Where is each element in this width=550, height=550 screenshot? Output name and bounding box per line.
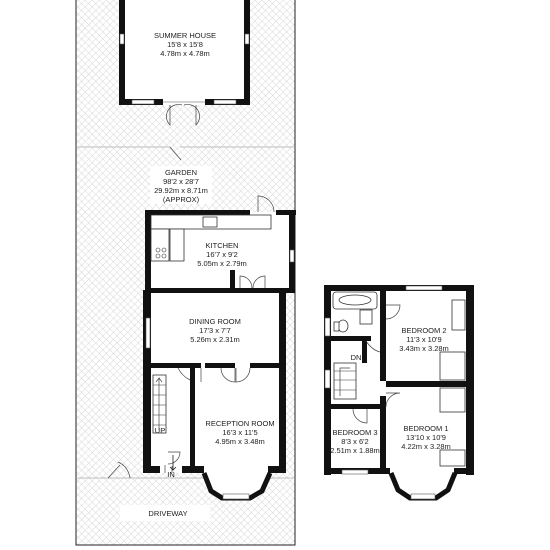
summer-house-imperial: 15'8 x 15'8	[167, 40, 203, 49]
reception-imperial: 16'3 x 11'5	[222, 428, 257, 437]
kitchen-imperial: 16'7 x 9'2	[206, 250, 238, 259]
garden-imperial: 98'2 x 28'7	[163, 177, 199, 186]
kitchen-name: KITCHEN	[206, 241, 239, 250]
garden-metric: 29.92m x 8.71m	[154, 186, 208, 195]
summer-house-metric: 4.78m x 4.78m	[160, 49, 210, 58]
bedroom2-name: BEDROOM 2	[401, 326, 446, 335]
dining-name: DINING ROOM	[189, 317, 241, 326]
reception-metric: 4.95m x 3.48m	[215, 437, 265, 446]
garden-label-bg	[150, 166, 212, 204]
garden-name: GARDEN	[165, 168, 197, 177]
ground-floor	[143, 195, 296, 501]
driveway-label: DRIVEWAY	[148, 509, 187, 518]
driveway-label-bg	[120, 505, 210, 521]
bedroom1-name: BEDROOM 1	[403, 424, 448, 433]
reception-name: RECEPTION ROOM	[205, 419, 274, 428]
dining-metric: 5.26m x 2.31m	[190, 335, 240, 344]
stairs-up-label: UP	[155, 426, 165, 435]
first-floor	[324, 285, 474, 501]
bedroom1-imperial: 13'10 x 10'9	[406, 433, 446, 442]
bedroom3-metric: 2.51m x 1.88m	[330, 446, 380, 455]
stairs-down-label: DN	[351, 353, 362, 362]
bedroom2-imperial: 11'3 x 10'9	[406, 335, 441, 344]
kitchen-metric: 5.05m x 2.79m	[197, 259, 247, 268]
entrance-label: IN	[167, 470, 175, 479]
dining-imperial: 17'3 x 7'7	[199, 326, 231, 335]
bedroom3-imperial: 8'3 x 6'2	[341, 437, 368, 446]
bedroom1-metric: 4.22m x 3.28m	[401, 442, 451, 451]
garden-note: (APPROX)	[163, 195, 200, 204]
bedroom3-name: BEDROOM 3	[332, 428, 377, 437]
bedroom2-metric: 3.43m x 3.28m	[399, 344, 449, 353]
summer-house	[119, 0, 250, 126]
summer-house-name: SUMMER HOUSE	[154, 31, 216, 40]
